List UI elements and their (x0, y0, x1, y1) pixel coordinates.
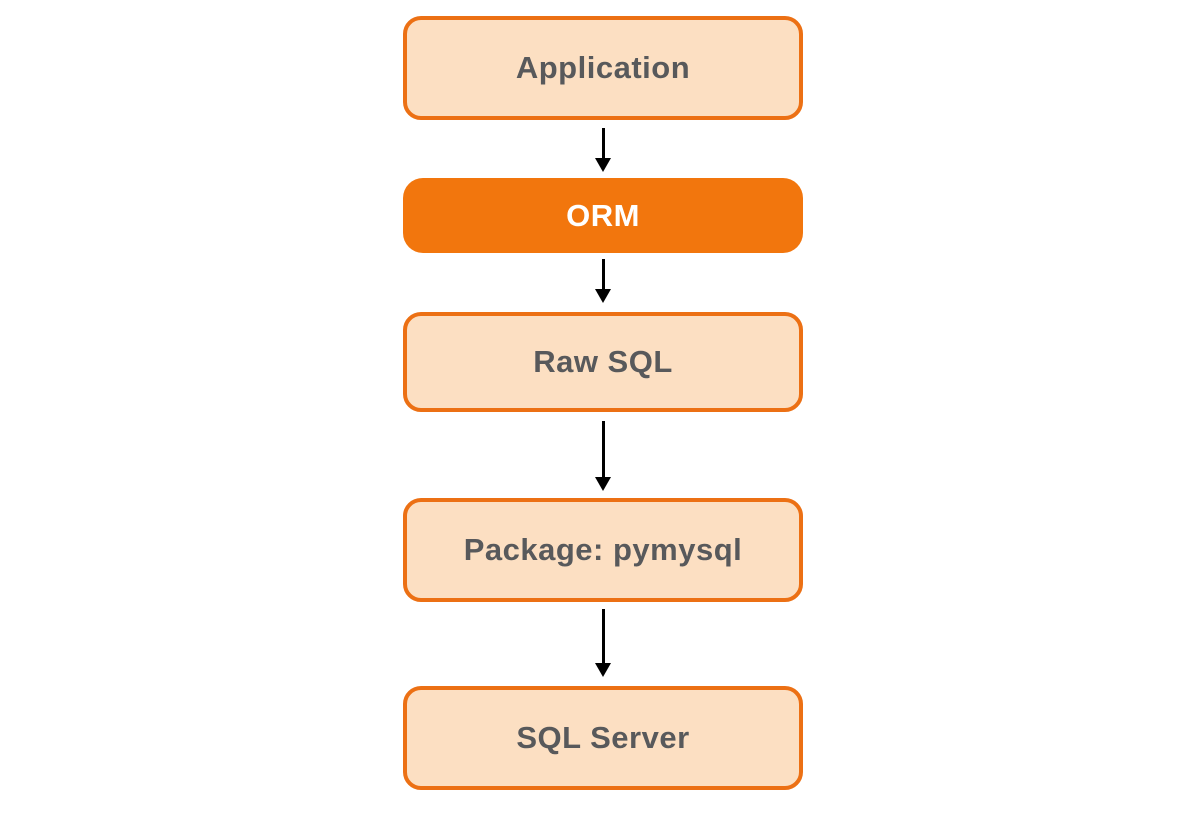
flow-node-raw-sql-label: Raw SQL (533, 344, 673, 379)
arrow-rawsql-to-package (595, 421, 611, 491)
flow-node-application-label: Application (515, 50, 691, 85)
arrow-stem (601, 128, 605, 158)
flow-node-package-pymysql: Package: pymysql (403, 498, 803, 602)
flow-node-application: Application (403, 16, 803, 120)
arrow-head-icon (595, 158, 611, 172)
flow-node-package-pymysql-label: Package: pymysql (463, 532, 743, 567)
flow-node-sql-server: SQL Server (403, 686, 803, 790)
arrow-head-icon (595, 663, 611, 677)
arrow-stem (601, 609, 605, 663)
arrow-head-icon (595, 289, 611, 303)
flow-node-raw-sql: Raw SQL (403, 312, 803, 412)
arrow-head-icon (595, 477, 611, 491)
flow-node-sql-server-label: SQL Server (516, 720, 690, 755)
arrow-package-to-sqlserver (595, 609, 611, 677)
arrow-stem (601, 259, 605, 289)
arrow-orm-to-rawsql (595, 259, 611, 303)
arrow-stem (601, 421, 605, 477)
arrow-application-to-orm (595, 128, 611, 172)
flow-node-orm: ORM (403, 178, 803, 253)
flow-node-orm-label: ORM (566, 197, 640, 233)
